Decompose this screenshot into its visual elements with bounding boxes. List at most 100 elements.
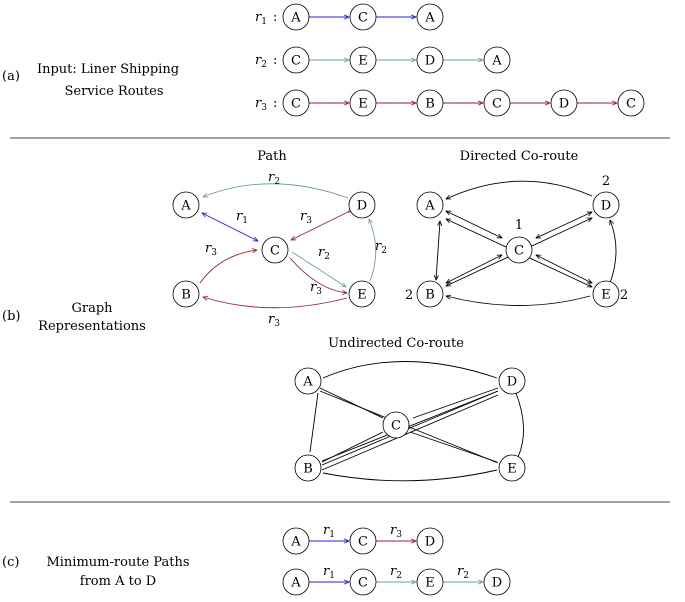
path-node-d: D [348, 191, 376, 219]
route-name: r2 [255, 53, 267, 70]
node-label: B [303, 462, 313, 477]
route-node: C [483, 89, 511, 117]
undirected-node-e: E [498, 454, 526, 482]
node-circle [349, 89, 377, 117]
directed-count-d: 2 [602, 174, 610, 189]
directed-edge-d-a [446, 180, 593, 199]
node-circle [416, 3, 444, 31]
min-path-node: A [282, 568, 310, 596]
directed-graph-title: Directed Co-route [460, 149, 579, 164]
undirected-edge-b-e [322, 469, 498, 482]
node-label: A [424, 199, 435, 214]
undirected-edge-b-c [321, 431, 384, 463]
node-circle [349, 46, 377, 74]
directed-count-e: 2 [620, 288, 628, 303]
node-circle [294, 367, 322, 395]
path-edge-label: r2 [375, 239, 387, 256]
undirected-edge-a-b [309, 392, 319, 453]
undirected-node-a: A [294, 367, 322, 395]
node-circle [172, 191, 200, 219]
node-circle [592, 280, 620, 308]
node-label: D [425, 54, 435, 69]
min-path-node: A [282, 527, 310, 555]
route-node: C [349, 3, 377, 31]
node-label: C [514, 244, 524, 259]
node-circle [172, 280, 200, 308]
node-circle [349, 568, 377, 596]
section-c-title-line2: from A to D [80, 574, 156, 589]
node-label: C [358, 11, 368, 26]
section-b: (b) Graph Representations Path Directed … [2, 149, 579, 351]
path-edge-c-e-red [289, 257, 347, 293]
undirected-edge-a-c [319, 387, 384, 419]
undirected-edge-c-d [412, 387, 499, 419]
node-label: C [291, 54, 301, 69]
node-circle [483, 89, 511, 117]
route-colon: : [273, 53, 277, 68]
path-graph-title: Path [257, 149, 287, 164]
node-circle [550, 89, 578, 117]
path-edge-label: r3 [268, 312, 280, 329]
directed-count-b: 2 [405, 288, 413, 303]
min-path-edge-label: r2 [457, 564, 469, 581]
route-node: C [617, 89, 645, 117]
section-b-title-line2: Representations [38, 319, 146, 334]
route-node: A [282, 3, 310, 31]
node-circle [416, 280, 444, 308]
min-path-node: D [416, 527, 444, 555]
node-circle [261, 236, 289, 264]
directed-edge-e-d [610, 220, 617, 284]
node-label: C [358, 535, 368, 550]
section-a: (a) Input: Liner Shipping Service Routes [2, 62, 179, 99]
path-edge-b-c [199, 250, 257, 284]
node-circle [498, 367, 526, 395]
path-edge-label: r2 [268, 170, 280, 187]
node-label: E [425, 576, 435, 591]
route-node: B [416, 89, 444, 117]
min-path-edge-label: r1 [323, 523, 335, 540]
node-label: A [290, 576, 301, 591]
node-circle [416, 46, 444, 74]
route-node: C [282, 46, 310, 74]
path-edge-label: r3 [300, 209, 312, 226]
node-label: E [507, 462, 517, 477]
path-edge-label: r1 [236, 209, 248, 226]
node-circle [294, 454, 322, 482]
node-circle [282, 568, 310, 596]
node-circle [348, 280, 376, 308]
undirected-graph-title: Undirected Co-route [328, 336, 464, 351]
directed-edge-b-c [446, 255, 502, 283]
path-node-a: A [172, 191, 200, 219]
node-label: E [358, 97, 368, 112]
path-edge-a-c [202, 213, 258, 241]
node-label: D [559, 97, 569, 112]
path-edge-c-d [291, 212, 348, 240]
undirected-edge-d-e [515, 392, 524, 458]
node-circle [282, 527, 310, 555]
directed-node-b: B [416, 280, 444, 308]
min-path-edge-label: r2 [390, 564, 402, 581]
section-c: (c) Minimum-route Paths from A to D [2, 555, 190, 589]
node-label: B [425, 288, 435, 303]
route-colon: : [273, 96, 277, 111]
path-edge-label: r2 [318, 245, 330, 262]
directed-node-e: E [592, 280, 620, 308]
node-label: C [492, 97, 502, 112]
node-label: D [492, 576, 502, 591]
node-circle [282, 3, 310, 31]
node-label: E [601, 288, 611, 303]
min-path-edge-label: r3 [390, 523, 402, 540]
section-b-tag: (b) [2, 309, 20, 324]
node-circle [282, 46, 310, 74]
min-path-node: D [483, 568, 511, 596]
route-colon: : [273, 10, 277, 25]
node-circle [505, 236, 533, 264]
route-node: D [550, 89, 578, 117]
